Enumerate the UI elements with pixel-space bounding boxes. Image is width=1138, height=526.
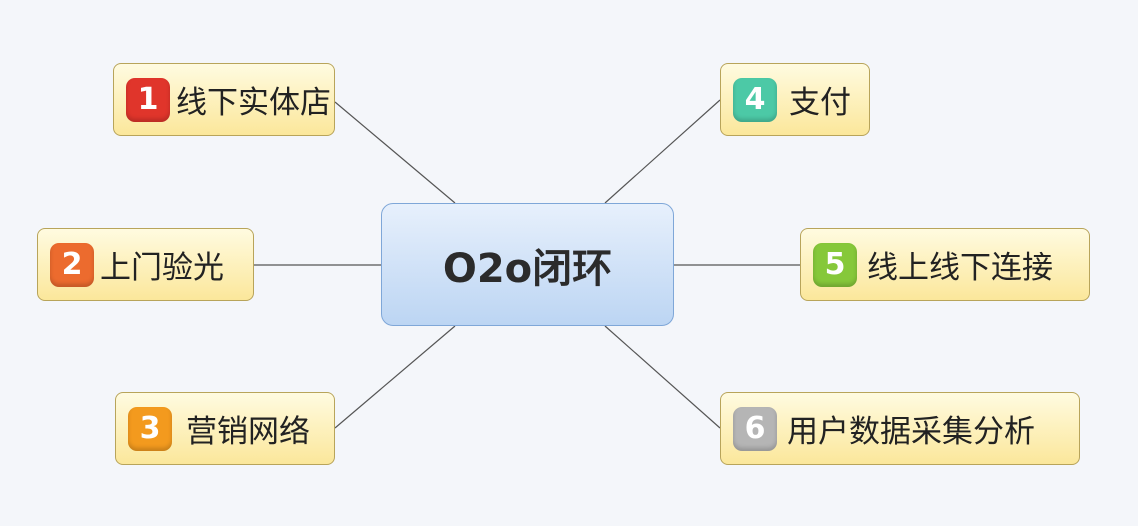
branch-label: 上门验光: [100, 250, 224, 286]
branch-label: 线下实体店: [176, 85, 331, 121]
connector-6: [604, 325, 721, 429]
connector-4: [604, 99, 721, 204]
connector-1: [334, 101, 456, 204]
branch-payment: 4 支付: [720, 63, 870, 136]
number-badge-5: 5: [813, 242, 857, 287]
branch-user-data-analysis: 6 用户数据采集分析: [720, 392, 1080, 465]
number-badge-3: 3: [128, 406, 172, 451]
number-badge-4: 4: [733, 77, 777, 122]
branch-label: 营销网络: [186, 414, 310, 450]
branch-label: 线上线下连接: [867, 250, 1053, 286]
branch-online-offline-link: 5 线上线下连接: [800, 228, 1090, 301]
branch-home-eye-test: 2 上门验光: [37, 228, 254, 301]
branch-offline-store: 1 线下实体店: [113, 63, 335, 136]
connector-3: [334, 325, 456, 429]
number-badge-2: 2: [50, 242, 94, 287]
branch-label: 支付: [789, 85, 851, 121]
number-badge-1: 1: [126, 77, 170, 122]
number-badge-6: 6: [733, 406, 777, 451]
branch-marketing-network: 3 营销网络: [115, 392, 335, 465]
central-topic: O2o闭环: [381, 203, 674, 326]
branch-label: 用户数据采集分析: [787, 414, 1035, 450]
